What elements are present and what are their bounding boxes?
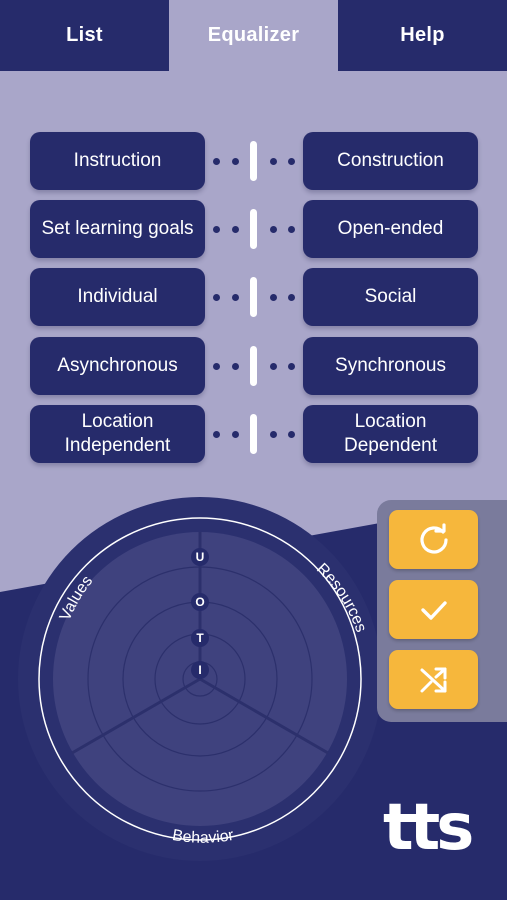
track-dot bbox=[270, 294, 277, 301]
slider-handle[interactable] bbox=[250, 346, 257, 386]
track-dot bbox=[270, 158, 277, 165]
track-dot bbox=[213, 431, 220, 438]
tab-help[interactable]: Help bbox=[400, 24, 445, 46]
tts-logo: tts bbox=[383, 791, 474, 865]
track-dot bbox=[213, 158, 220, 165]
slider-handle[interactable] bbox=[250, 277, 257, 317]
level-label-i: I bbox=[198, 663, 201, 677]
track-dot bbox=[232, 158, 239, 165]
level-label-t: T bbox=[196, 631, 204, 645]
slider-handle[interactable] bbox=[250, 141, 257, 181]
slider-right-label[interactable]: Construction bbox=[303, 132, 478, 190]
track-dot bbox=[213, 294, 220, 301]
track-dot bbox=[270, 363, 277, 370]
slider-track[interactable] bbox=[210, 337, 298, 395]
slider-right-label[interactable]: Social bbox=[303, 268, 478, 326]
slider-handle[interactable] bbox=[250, 414, 257, 454]
track-dot bbox=[270, 431, 277, 438]
slider-right-label[interactable]: Location Dependent bbox=[303, 405, 478, 463]
slider-left-label[interactable]: Instruction bbox=[30, 132, 205, 190]
track-dot bbox=[232, 431, 239, 438]
slider-row-social: Individual Social bbox=[30, 268, 478, 326]
shuffle-button[interactable] bbox=[389, 650, 478, 709]
slider-row-goals: Set learning goals Open-ended bbox=[30, 200, 478, 258]
reset-button[interactable] bbox=[389, 510, 478, 569]
slider-row-synchrony: Asynchronous Synchronous bbox=[30, 337, 478, 395]
slider-left-label[interactable]: Asynchronous bbox=[30, 337, 205, 395]
track-dot bbox=[288, 363, 295, 370]
level-label-u: U bbox=[196, 550, 205, 564]
confirm-button[interactable] bbox=[389, 580, 478, 639]
slider-right-label[interactable]: Synchronous bbox=[303, 337, 478, 395]
slider-track[interactable] bbox=[210, 200, 298, 258]
refresh-icon bbox=[419, 522, 448, 554]
tab-bar: List Equalizer Help bbox=[0, 0, 507, 71]
track-dot bbox=[213, 226, 220, 233]
slider-track[interactable] bbox=[210, 132, 298, 190]
sector-label-behavior: Behavior bbox=[171, 827, 236, 847]
slider-left-label[interactable]: Set learning goals bbox=[30, 200, 205, 258]
slider-handle[interactable] bbox=[250, 209, 257, 249]
checkmark-icon bbox=[420, 600, 447, 620]
track-dot bbox=[213, 363, 220, 370]
slider-right-label[interactable]: Open-ended bbox=[303, 200, 478, 258]
level-label-o: O bbox=[195, 595, 204, 609]
track-dot bbox=[288, 294, 295, 301]
equalizer-wheel: Values Resources Behavior U O T I bbox=[18, 497, 382, 861]
slider-row-instruction: Instruction Construction bbox=[30, 132, 478, 190]
slider-row-location: Location Independent Location Dependent bbox=[30, 405, 478, 463]
slider-track[interactable] bbox=[210, 268, 298, 326]
track-dot bbox=[288, 431, 295, 438]
track-dot bbox=[232, 363, 239, 370]
track-dot bbox=[288, 226, 295, 233]
shuffle-icon bbox=[420, 667, 446, 692]
slider-track[interactable] bbox=[210, 405, 298, 463]
track-dot bbox=[232, 226, 239, 233]
slider-left-label[interactable]: Location Independent bbox=[30, 405, 205, 463]
track-dot bbox=[288, 158, 295, 165]
track-dot bbox=[232, 294, 239, 301]
tab-equalizer[interactable]: Equalizer bbox=[169, 0, 338, 71]
tab-list[interactable]: List bbox=[66, 24, 103, 46]
track-dot bbox=[270, 226, 277, 233]
slider-left-label[interactable]: Individual bbox=[30, 268, 205, 326]
